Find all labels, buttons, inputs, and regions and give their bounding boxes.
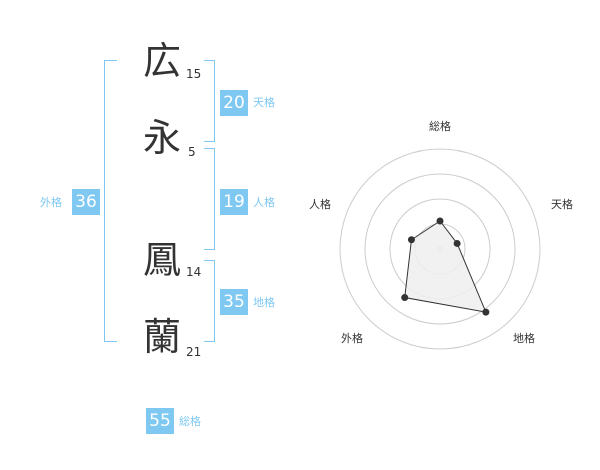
jinkaku-label: 人格 [253, 196, 275, 209]
name-char-2: 永 [143, 116, 182, 160]
chikaku-bracket [204, 260, 215, 342]
radar-data-area [404, 220, 487, 313]
gaikaku-value: 36 [72, 189, 100, 215]
jinkaku-value: 19 [220, 189, 248, 215]
radar-data-point [407, 236, 415, 244]
radar-data-point [401, 294, 409, 302]
chikaku-label: 地格 [253, 296, 275, 309]
radar-data-point [453, 239, 461, 247]
soukaku-label: 総格 [179, 415, 201, 428]
stroke-count-4: 21 [186, 345, 202, 359]
tenkaku-value: 20 [220, 90, 248, 116]
tenkaku-label: 天格 [253, 96, 275, 109]
soukaku-value: 55 [146, 408, 174, 434]
radar-axis-label: 人格 [309, 197, 331, 211]
tenkaku-bracket [204, 60, 215, 142]
name-char-1: 広 [143, 39, 182, 83]
radar-axis-label: 地格 [513, 331, 535, 345]
name-char-4: 蘭 [143, 315, 182, 359]
stroke-count-1: 15 [186, 67, 202, 81]
name-char-3: 鳳 [143, 238, 182, 282]
radar-grid-ring [364, 173, 516, 325]
chikaku-value: 35 [220, 289, 248, 315]
jinkaku-bracket [204, 148, 215, 250]
stroke-count-3: 14 [186, 265, 202, 279]
radar-axis-label: 外格 [341, 331, 363, 345]
stroke-count-2: 5 [188, 145, 196, 159]
radar-grid-ring [339, 148, 541, 350]
radar-axis-label: 天格 [551, 197, 573, 211]
radar-data-point [482, 308, 490, 316]
gaikaku-label: 外格 [40, 196, 62, 209]
gaikaku-bracket [104, 60, 117, 342]
radar-data-point [436, 217, 444, 225]
radar-axis-label: 総格 [429, 119, 451, 133]
